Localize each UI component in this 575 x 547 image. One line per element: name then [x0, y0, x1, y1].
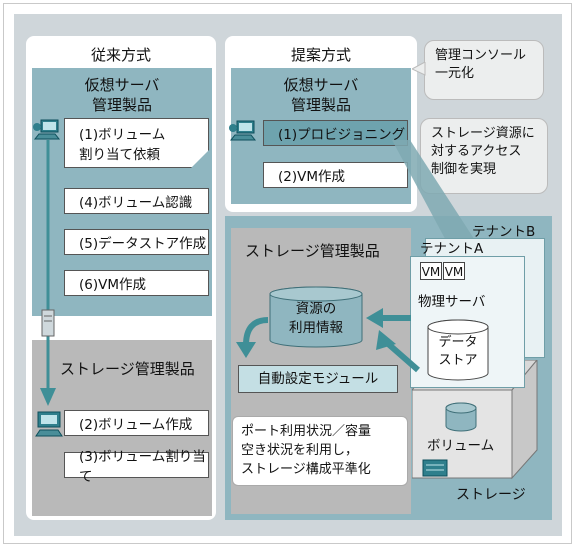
provisioning-connector	[392, 140, 480, 248]
note-line-2: 空き状況を利用し，	[241, 443, 359, 458]
note-line-1: ポート利用状況／容量	[241, 424, 372, 439]
step-2-label: (2)ボリューム作成	[79, 417, 193, 433]
vm-product-line-1: 仮想サーバ	[84, 76, 160, 94]
step-volume-create: (2)ボリューム作成	[64, 410, 209, 436]
conventional-title: 従来方式	[90, 46, 151, 64]
step-volume-assign: (3)ボリューム割り当て	[64, 449, 209, 485]
proposed-admin-pc-icon	[229, 120, 257, 141]
volume-cylinder-icon	[445, 402, 477, 432]
storage-product-label: ストレージ管理製品	[245, 242, 380, 260]
step-proposed-vm-create: (2)VM作成	[263, 162, 408, 188]
admin-pc-icon	[33, 119, 61, 140]
bubble-access-control: ストレージ資源に 対するアクセス 制御を実現	[420, 118, 548, 194]
step-5-label: (5)データストア作成	[79, 236, 207, 252]
bubble-access-line-3: 制御を実現	[431, 162, 497, 177]
datastore-label: データ ストア	[425, 334, 491, 370]
proposed-vm-product-label: 仮想サーバ 管理製品	[231, 75, 411, 115]
physical-server-label: 物理サーバ	[418, 294, 486, 310]
datastore-line-2: ストア	[438, 353, 478, 368]
server-icon	[41, 309, 55, 337]
volume-label: ボリューム	[427, 438, 495, 454]
datastore-cylinder	[427, 319, 489, 381]
resource-info-line-2: 利用情報	[289, 320, 343, 336]
resource-info-label: 資源の 利用情報	[268, 300, 364, 338]
step-1-line-1: (1)ボリューム	[79, 127, 166, 143]
conventional-storage-product-label: ストレージ管理製品	[60, 360, 195, 378]
resource-info-line-1: 資源の	[295, 301, 337, 317]
proposed-step-2-label: (2)VM作成	[278, 169, 346, 185]
step-volume-request: (1)ボリューム 割り当て依頼	[64, 118, 209, 168]
storage-admin-pc-icon	[35, 411, 63, 437]
resource-info-cylinder	[269, 286, 363, 348]
bubble-console-line-1: 管理コンソール	[435, 48, 527, 63]
datastore-line-1: データ	[438, 335, 478, 350]
vm-box-2: VM	[443, 262, 465, 280]
flow-arrows	[236, 308, 420, 373]
tenant-a-label: テナントA	[420, 241, 484, 257]
note-line-3: ストレージ構成平準化	[241, 462, 371, 477]
step-datastore-create: (5)データストア作成	[64, 229, 209, 255]
proposed-vm-product-line-1: 仮想サーバ	[283, 76, 359, 94]
vm-box-1: VM	[420, 262, 442, 280]
bubble-access-line-1: ストレージ資源に	[431, 126, 535, 141]
proposed-step-1-label: (1)プロビジョニング	[278, 127, 406, 143]
bubble-console-unify: 管理コンソール 一元化	[424, 40, 544, 100]
proposed-vm-product-line-2: 管理製品	[290, 96, 351, 114]
step-1-line-2: 割り当て依頼	[79, 147, 160, 163]
vm-product-line-2: 管理製品	[91, 96, 152, 114]
proposed-title: 提案方式	[290, 46, 351, 64]
flow-arrow-down	[40, 140, 56, 406]
auto-config-module: 自動設定モジュール	[238, 365, 398, 393]
step-vm-create: (6)VM作成	[64, 270, 209, 296]
bubble-console-tail	[412, 62, 426, 76]
step-volume-recognition: (4)ボリューム認識	[64, 188, 209, 214]
step-provisioning: (1)プロビジョニング	[263, 120, 408, 146]
storage-label: ストレージ	[456, 487, 526, 503]
step-page-fold-icon	[190, 150, 209, 169]
step-4-label: (4)ボリューム認識	[79, 195, 193, 211]
bubble-console-line-2: 一元化	[435, 66, 475, 81]
step-6-label: (6)VM作成	[79, 277, 147, 293]
step-3-label: (3)ボリューム割り当て	[79, 449, 206, 485]
bubble-access-line-2: 対するアクセス	[431, 144, 522, 159]
storage-device-icon	[422, 459, 448, 477]
note-balancing: ポート利用状況／容量 空き状況を利用し， ストレージ構成平準化	[232, 416, 408, 486]
tenant-b-label: テナントB	[472, 224, 536, 240]
conventional-vm-product-label: 仮想サーバ 管理製品	[32, 75, 212, 115]
